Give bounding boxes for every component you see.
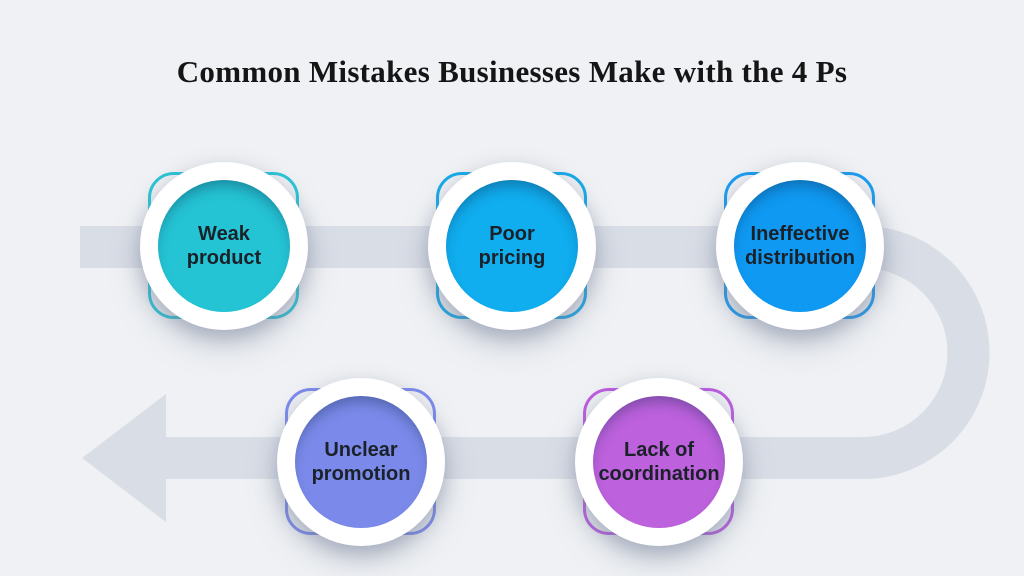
node-label: Unclear promotion [271,372,451,552]
node-label: Poor pricing [422,156,602,336]
node-weak-product: Weak product [134,156,314,336]
node-label-line: Poor [489,223,535,245]
node-label-line: promotion [311,463,411,485]
node-label: Ineffective distribution [710,156,890,336]
node-label-line: product [186,247,262,269]
node-circle [295,396,427,528]
node-circle [593,396,725,528]
node-label-line: Ineffective [750,223,850,245]
node-poor-pricing: Poor pricing [422,156,602,336]
node-label-line: coordination [598,463,720,485]
node-circle [158,180,290,312]
node-label: Lack of coordination [569,372,749,552]
node-label-line: pricing [478,247,546,269]
node-unclear-promotion: Unclear promotion [271,372,451,552]
node-ineffective-distribution: Ineffective distribution [710,156,890,336]
node-label: Weak product [134,156,314,336]
node-label-line: Unclear [324,439,398,461]
node-circle [734,180,866,312]
node-label-line: Weak [198,223,250,245]
node-label-line: Lack of [623,439,695,461]
node-label-line: distribution [745,247,855,269]
node-lack-of-coordination: Lack of coordination [569,372,749,552]
node-circle [446,180,578,312]
page-title: Common Mistakes Businesses Make with the… [176,54,848,89]
